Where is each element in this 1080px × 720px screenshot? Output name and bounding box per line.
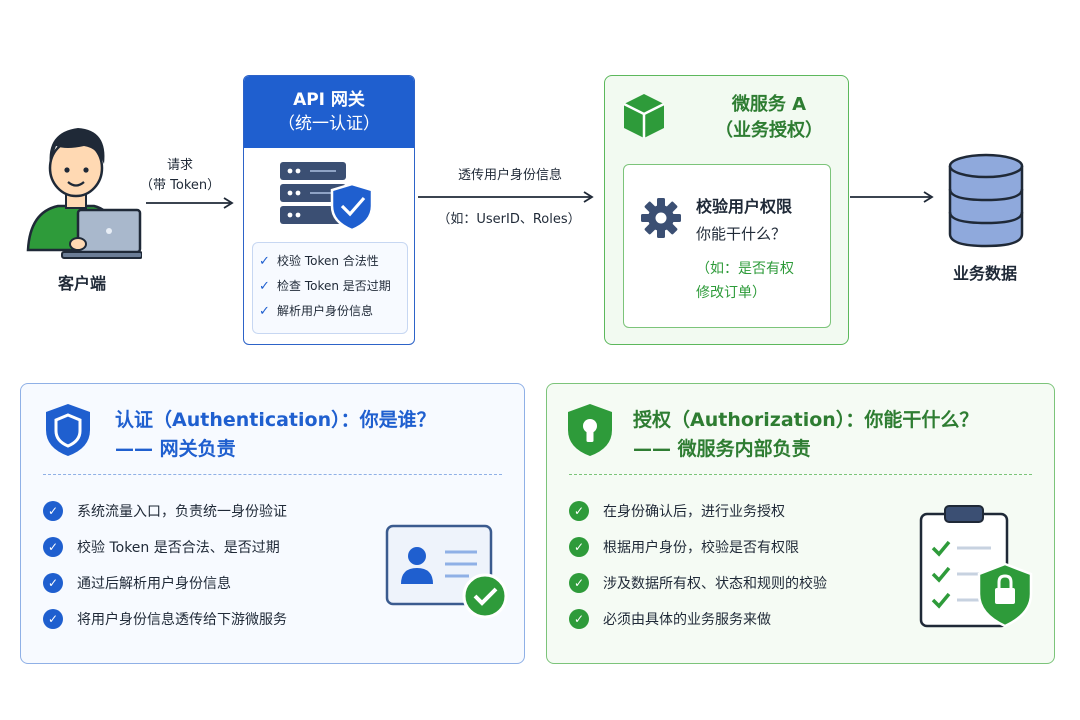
divider bbox=[43, 474, 502, 475]
list-item: ✓ 必须由具体的业务服务来做 bbox=[569, 601, 827, 637]
list-item: ✓ 将用户身份信息透传给下游微服务 bbox=[43, 601, 287, 637]
check-circle-icon: ✓ bbox=[43, 573, 63, 593]
client-person-icon bbox=[26, 128, 142, 259]
request-arrow bbox=[146, 197, 234, 209]
authorization-panel: 授权（Authorization）：你能干什么？ —— 微服务内部负责 ✓ 在身份… bbox=[546, 383, 1055, 664]
gateway-check-item: ✓ 检查 Token 是否过期 bbox=[259, 274, 401, 299]
authorization-title: 授权（Authorization）：你能干什么？ —— 微服务内部负责 bbox=[633, 406, 978, 464]
list-item-text: 通过后解析用户身份信息 bbox=[77, 576, 231, 592]
forward-label-line1: 透传用户身份信息 bbox=[457, 168, 562, 183]
authorization-list: ✓ 在身份确认后，进行业务授权 ✓ 根据用户身份，校验是否有权限 ✓ 涉及数据所有权、… bbox=[569, 493, 827, 637]
gateway-check-text: 检查 Token 是否过期 bbox=[277, 279, 391, 293]
check-circle-icon: ✓ bbox=[569, 573, 589, 593]
list-item-text: 必须由具体的业务服务来做 bbox=[603, 612, 771, 628]
check-circle-icon: ✓ bbox=[569, 501, 589, 521]
check-icon: ✓ bbox=[259, 254, 270, 269]
list-item-text: 系统流量入口，负责统一身份验证 bbox=[77, 504, 287, 520]
authentication-panel: 认证（Authentication）：你是谁？ —— 网关负责 ✓ 系统流量入口，… bbox=[20, 383, 525, 664]
authentication-title: 认证（Authentication）：你是谁？ —— 网关负责 bbox=[115, 406, 436, 464]
gateway-subtitle: （统一认证） bbox=[278, 114, 380, 134]
business-data-label: 业务数据 bbox=[952, 264, 1017, 283]
shield-icon bbox=[46, 404, 90, 456]
gateway-title: API 网关 bbox=[293, 90, 365, 110]
gateway-check-item: ✓ 校验 Token 合法性 bbox=[259, 249, 401, 274]
check-icon: ✓ bbox=[259, 304, 270, 319]
authentication-title-line2: —— 网关负责 bbox=[115, 438, 236, 460]
permission-check-example: （如：是否有权 修改订单） bbox=[696, 257, 826, 305]
list-item: ✓ 系统流量入口，负责统一身份验证 bbox=[43, 493, 287, 529]
list-item-text: 校验 Token 是否合法、是否过期 bbox=[77, 540, 280, 556]
check-circle-icon: ✓ bbox=[43, 609, 63, 629]
list-item: ✓ 涉及数据所有权、状态和规则的校验 bbox=[569, 565, 827, 601]
permission-check-box: 校验用户权限 你能干什么？ （如：是否有权 修改订单） bbox=[623, 164, 831, 328]
list-item: ✓ 在身份确认后，进行业务授权 bbox=[569, 493, 827, 529]
lock-shield-icon bbox=[568, 404, 612, 456]
list-item-text: 在身份确认后，进行业务授权 bbox=[603, 504, 785, 520]
api-gateway-box: API 网关 （统一认证） ✓ 校验 Token 合法性 ✓ 检查 Token 是否… bbox=[243, 75, 415, 345]
list-item: ✓ 通过后解析用户身份信息 bbox=[43, 565, 287, 601]
request-label-line1: 请求 bbox=[166, 158, 193, 173]
data-arrow bbox=[850, 191, 934, 203]
check-circle-icon: ✓ bbox=[43, 501, 63, 521]
authentication-list: ✓ 系统流量入口，负责统一身份验证 ✓ 校验 Token 是否合法、是否过期 ✓ 通过… bbox=[43, 493, 287, 637]
microservice-title-line2: （业务授权） bbox=[715, 120, 823, 141]
permission-example-line2: 修改订单） bbox=[696, 285, 766, 301]
check-circle-icon: ✓ bbox=[569, 537, 589, 557]
server-shield-icon bbox=[280, 162, 374, 232]
list-item-text: 涉及数据所有权、状态和规则的校验 bbox=[603, 576, 827, 592]
list-item: ✓ 根据用户身份，校验是否有权限 bbox=[569, 529, 827, 565]
permission-check-question: 你能干什么？ bbox=[696, 225, 787, 243]
list-item: ✓ 校验 Token 是否合法、是否过期 bbox=[43, 529, 287, 565]
gateway-header: API 网关 （统一认证） bbox=[244, 76, 414, 148]
id-card-check-icon bbox=[385, 524, 508, 619]
list-item-text: 根据用户身份，校验是否有权限 bbox=[603, 540, 799, 556]
gateway-checklist: ✓ 校验 Token 合法性 ✓ 检查 Token 是否过期 ✓ 解析用户身份信息 bbox=[252, 242, 408, 334]
cube-icon bbox=[623, 94, 665, 138]
database-icon bbox=[948, 153, 1024, 248]
check-circle-icon: ✓ bbox=[569, 609, 589, 629]
forward-arrow bbox=[418, 191, 594, 203]
request-label-line2: （带 Token） bbox=[140, 178, 221, 193]
gateway-check-item: ✓ 解析用户身份信息 bbox=[259, 299, 401, 324]
client-label: 客户端 bbox=[57, 274, 106, 293]
gateway-check-text: 校验 Token 合法性 bbox=[277, 254, 379, 268]
request-arrow-label: 请求 （带 Token） bbox=[140, 156, 220, 196]
microservice-a-box: 微服务 A （业务授权） 校验用户权限 你能干什么？ （如：是否有权 修改订单） bbox=[604, 75, 849, 345]
microservice-title-line1: 微服务 A bbox=[731, 94, 807, 115]
gateway-check-text: 解析用户身份信息 bbox=[277, 304, 374, 318]
permission-check-title: 校验用户权限 bbox=[696, 197, 793, 216]
check-circle-icon: ✓ bbox=[43, 537, 63, 557]
microservice-title: 微服务 A （业务授权） bbox=[699, 92, 839, 144]
permission-example-line1: （如：是否有权 bbox=[696, 261, 794, 277]
clipboard-lock-icon bbox=[919, 505, 1033, 628]
check-icon: ✓ bbox=[259, 279, 270, 294]
gear-icon bbox=[641, 198, 681, 238]
authorization-title-line2: —— 微服务内部负责 bbox=[633, 438, 811, 460]
forward-label-line2: （如：UserID、Roles） bbox=[437, 212, 581, 227]
authentication-title-line1: 认证（Authentication）：你是谁？ bbox=[115, 409, 436, 431]
list-item-text: 将用户身份信息透传给下游微服务 bbox=[77, 612, 287, 628]
divider bbox=[569, 474, 1032, 475]
authorization-title-line1: 授权（Authorization）：你能干什么？ bbox=[633, 409, 979, 431]
